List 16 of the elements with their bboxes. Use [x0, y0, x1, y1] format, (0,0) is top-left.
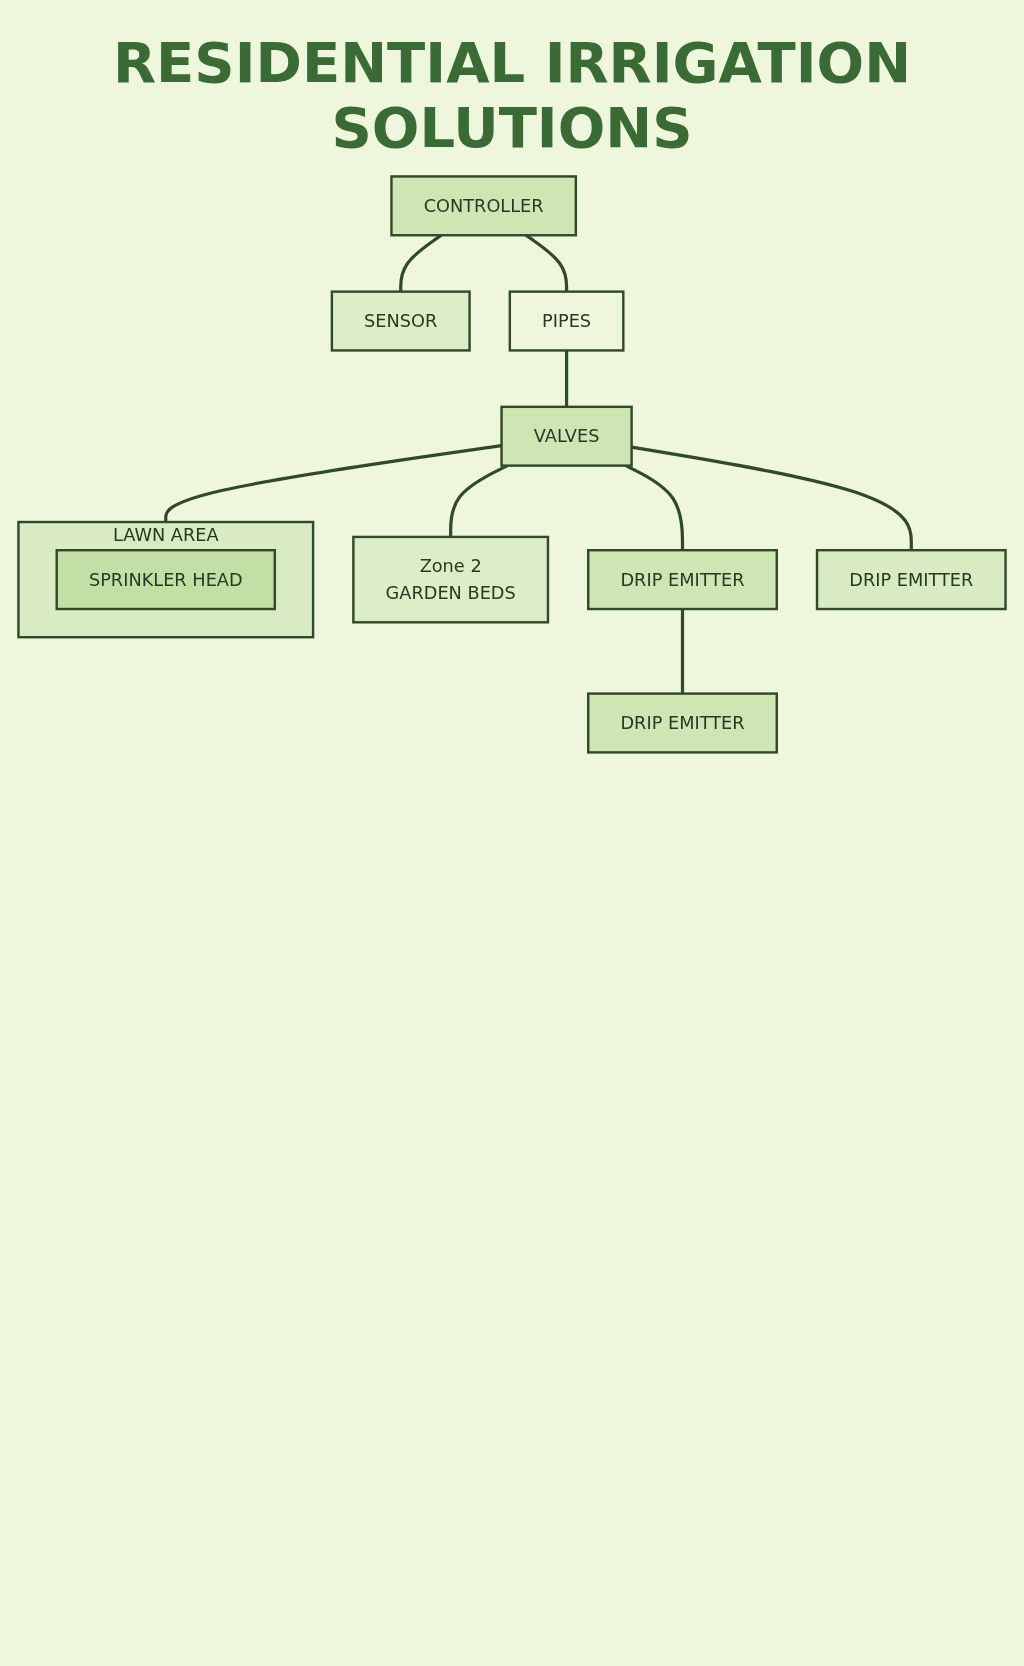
- node-box: PIPES: [508, 290, 625, 352]
- node-box: SPRINKLER HEAD: [55, 549, 277, 611]
- connector: [564, 350, 569, 407]
- node-box: CONTROLLER: [390, 175, 578, 237]
- connector: [449, 464, 509, 537]
- node-box: DRIP EMITTER: [587, 549, 778, 611]
- node-box: VALVES: [500, 405, 633, 467]
- connector: [680, 609, 685, 694]
- title: RESIDENTIAL IRRIGATION SOLUTIONS: [111, 30, 913, 160]
- connector: [631, 445, 913, 551]
- node-box: DRIP EMITTER: [815, 549, 1007, 611]
- node-box: Zone 2 GARDEN BEDS: [352, 535, 550, 624]
- connector: [625, 464, 685, 551]
- node-box: DRIP EMITTER: [587, 692, 778, 754]
- connector: [164, 443, 502, 522]
- node-box: SENSOR: [330, 290, 471, 352]
